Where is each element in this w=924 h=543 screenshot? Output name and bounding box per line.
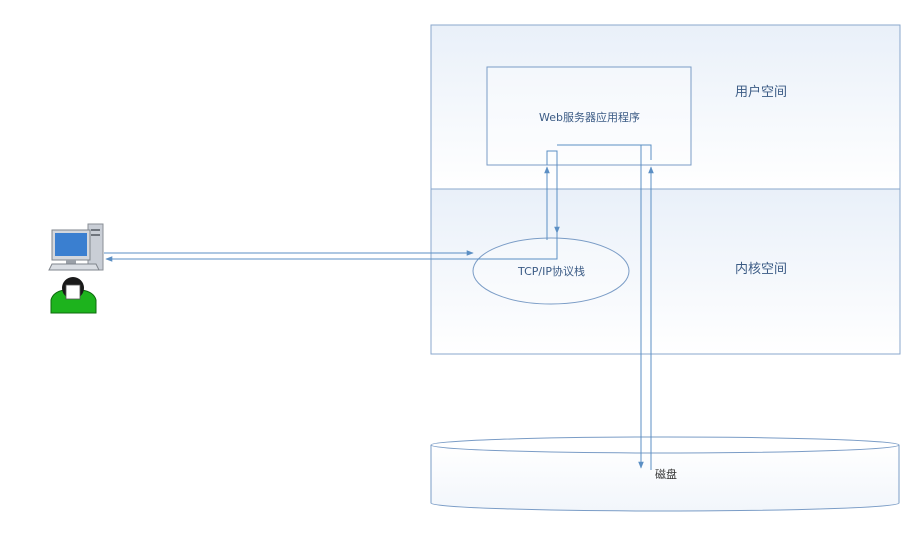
disk-cylinder (430, 436, 900, 512)
user-space-label: 用户空间 (735, 84, 787, 100)
kernel-space-panel (430, 188, 901, 355)
web-server-app-box (486, 66, 692, 166)
tcp-ip-stack-label: TCP/IP协议栈 (517, 264, 585, 278)
app-to-stack-arrow (546, 150, 560, 234)
kernel-space-label: 内核空间 (735, 261, 787, 277)
web-server-app-label: Web服务器应用程序 (539, 110, 640, 124)
user-space-panel (430, 24, 901, 190)
disk-label: 磁盘 (655, 467, 677, 481)
tcp-ip-stack-ellipse (472, 237, 630, 305)
connection-lines (104, 144, 654, 470)
computer-user-icon (48, 223, 104, 314)
